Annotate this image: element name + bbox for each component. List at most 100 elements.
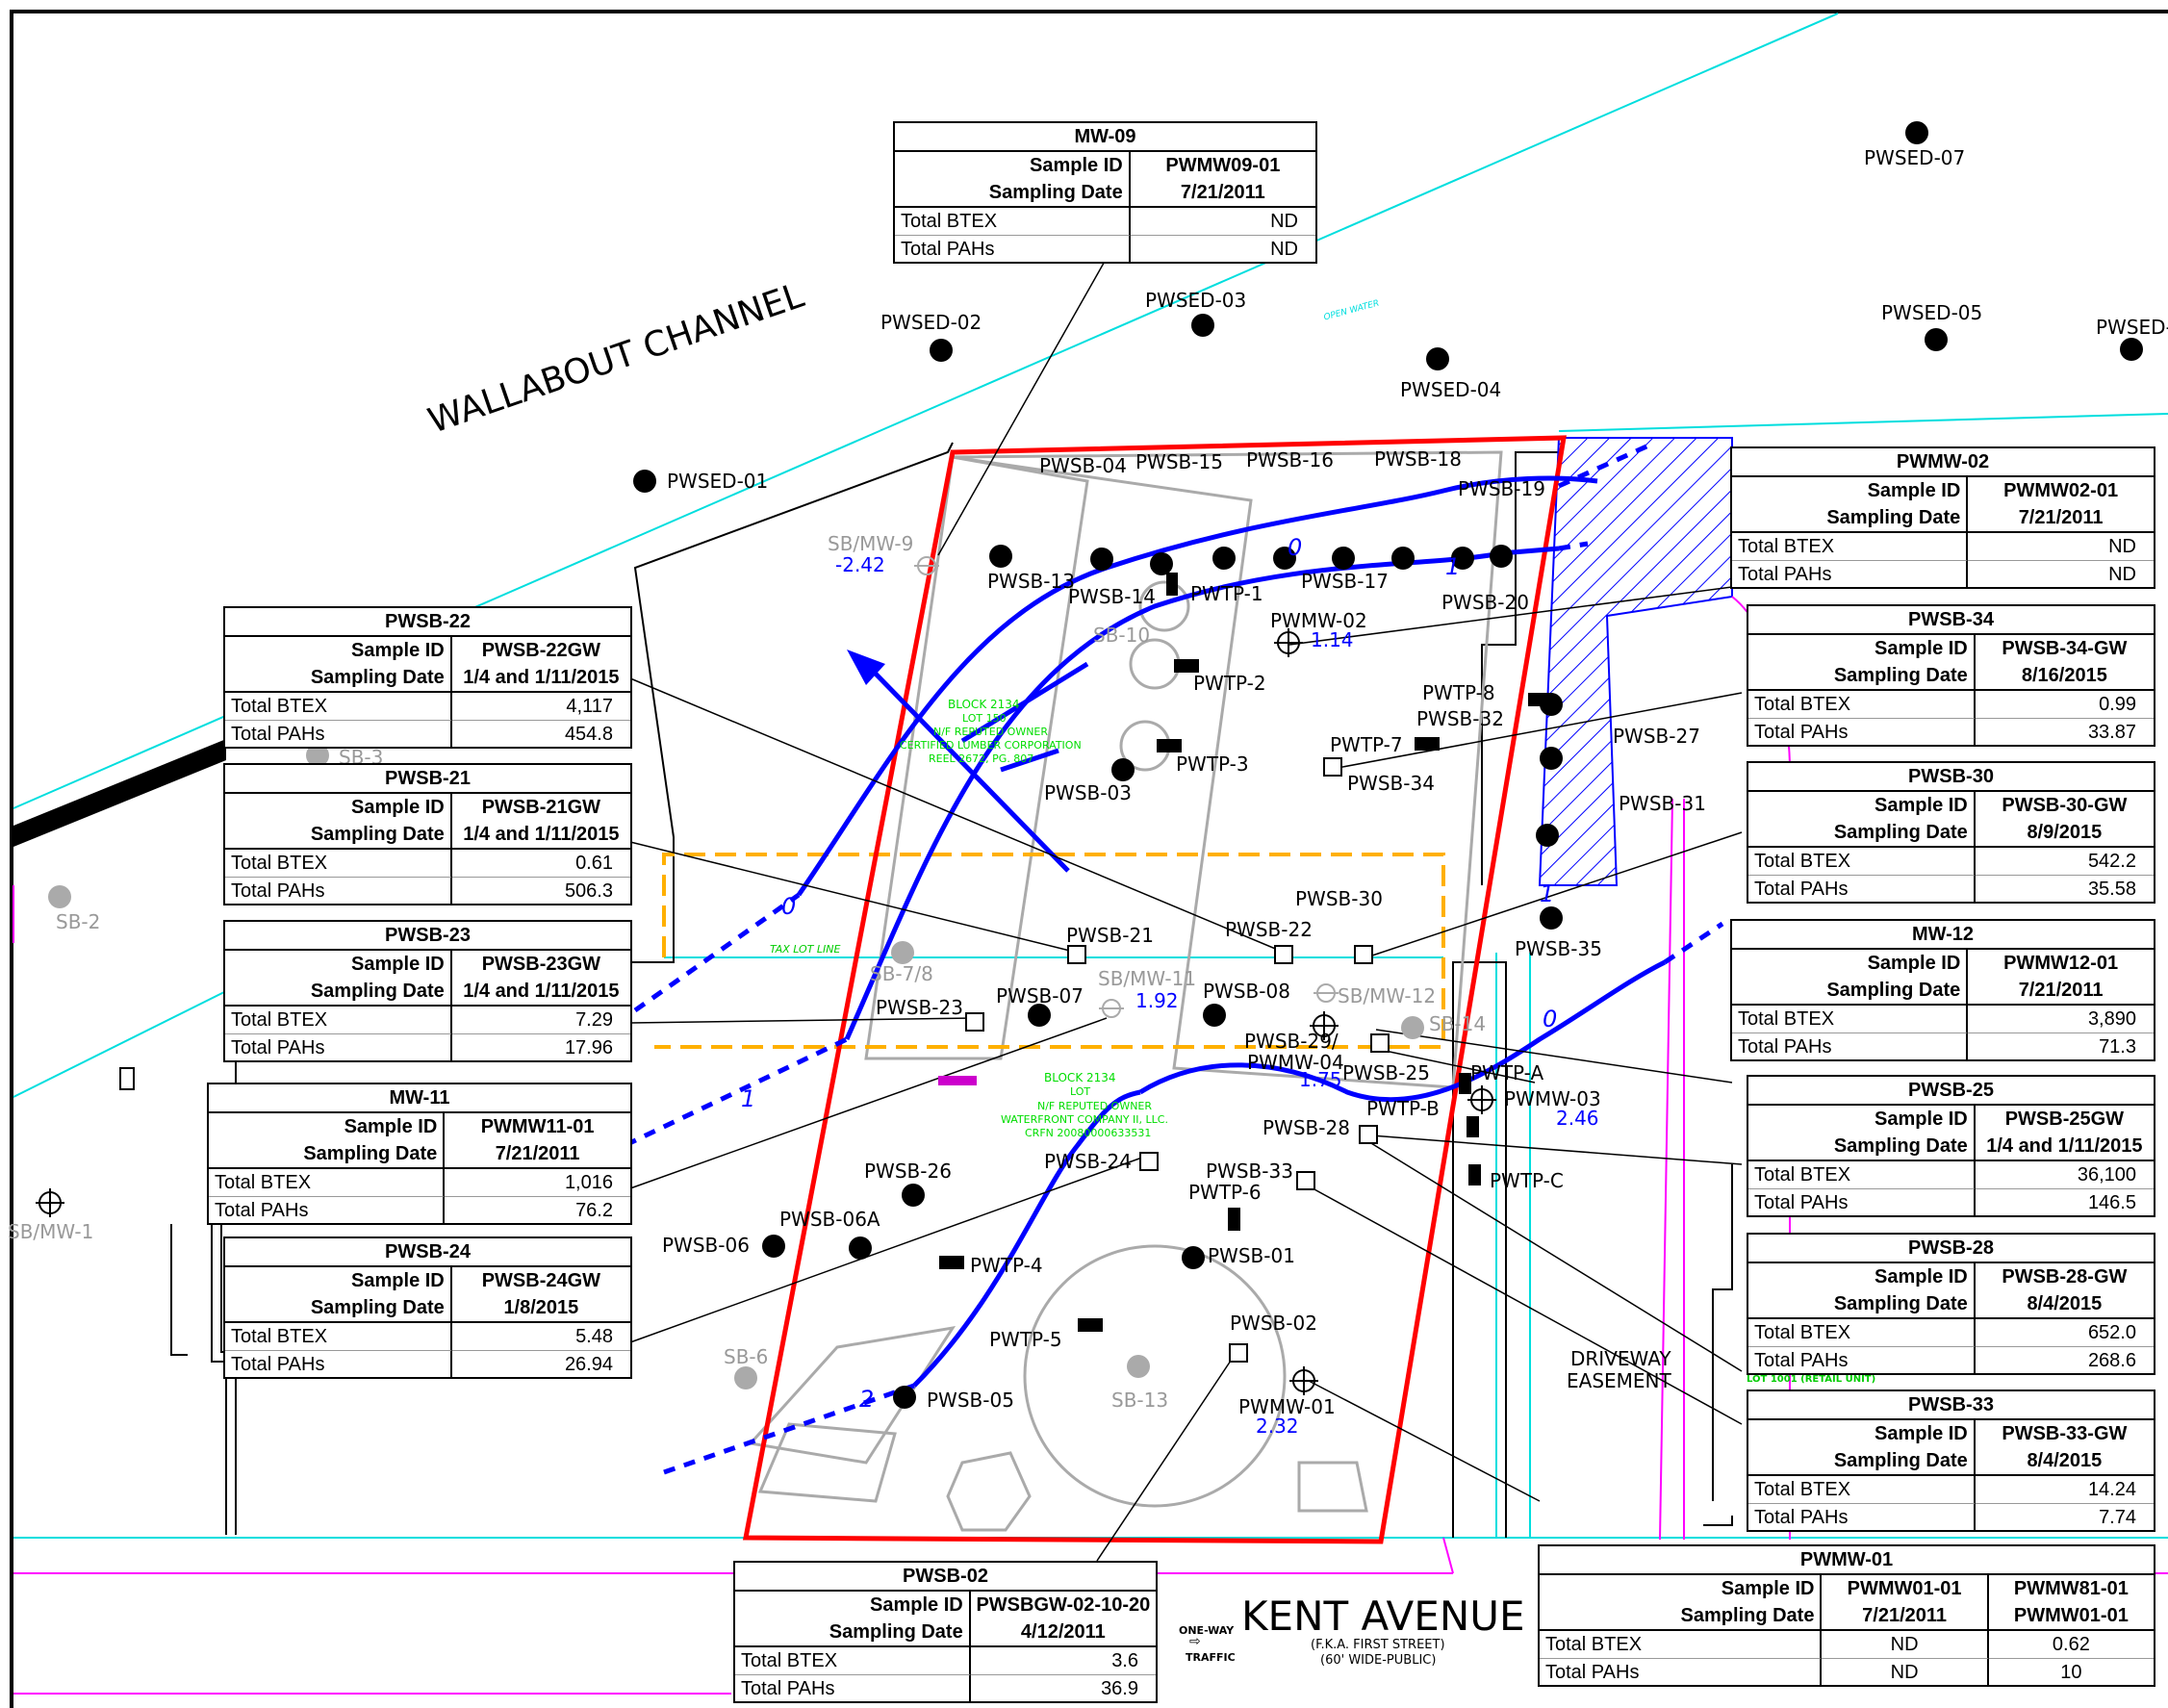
table-cell: 3.6 — [1111, 1650, 1138, 1671]
table-cell: 7.74 — [1975, 1503, 2154, 1530]
table-cell: 542.2 — [2087, 851, 2136, 872]
table-cell: PWMW81-01 — [2013, 1578, 2129, 1599]
table-cell: 17.96 — [451, 1033, 630, 1060]
one-way-label: ONE-WAY — [1179, 1624, 1235, 1637]
table-cell: 4/12/2011 — [1020, 1621, 1106, 1643]
table-row-label: Total PAHs — [1748, 1346, 1976, 1373]
contour-label: 1 — [1540, 880, 1555, 907]
street-note-2: (60' WIDE-PUBLIC) — [1320, 1653, 1437, 1668]
traffic-label: TRAFFIC — [1186, 1651, 1236, 1664]
map-label-pwtp4: PWTP-4 — [970, 1254, 1043, 1277]
table-cell: ND — [1968, 560, 2154, 587]
lot-1001-label: LOT 1001 (RETAIL UNIT) — [1747, 1374, 1876, 1385]
table-cell: PWMW12-01 — [2003, 953, 2119, 974]
map-label-pwtp1: PWTP-1 — [1190, 582, 1263, 605]
table-row-label: Sampling Date — [1748, 819, 1976, 846]
map-label-pwtp6: PWTP-6 — [1188, 1181, 1262, 1204]
map-label-pwtp7: PWTP-7 — [1330, 733, 1403, 756]
table-row-label: Sample ID — [225, 951, 452, 978]
table-row-label: Sample ID — [1748, 1106, 1976, 1133]
table-title: PWSB-33 — [1748, 1391, 2154, 1420]
table-row-label: Total PAHs — [1732, 560, 1969, 587]
map-label-pwsed03: PWSED-03 — [1145, 289, 1247, 312]
table-row-label: Total BTEX — [209, 1169, 446, 1196]
table-row-label: Sampling Date — [225, 821, 452, 848]
table-cell: 33.87 — [1975, 718, 2154, 745]
table-title: PWMW-02 — [1732, 448, 2154, 477]
contour-label: 1 — [741, 1085, 756, 1112]
table-cell: 8/9/2015 — [2027, 822, 2103, 843]
table-row-label: Total BTEX — [225, 850, 452, 877]
map-label-pwsed05: PWSED-05 — [1881, 301, 1983, 324]
table-cell: 1,016 — [564, 1172, 613, 1193]
table-cell: 4,117 — [566, 696, 613, 717]
table-row-label: Sampling Date — [1732, 977, 1969, 1004]
map-label-pwtp8: PWTP-8 — [1422, 681, 1495, 704]
table-row-label: Total BTEX — [1748, 848, 1976, 875]
table-title: PWSB-21 — [225, 765, 630, 794]
table-cell: 26.94 — [451, 1350, 630, 1377]
table-cell: 7/21/2011 — [1180, 182, 1265, 203]
table-cell: 10 — [1988, 1658, 2154, 1685]
table-row-label: Total PAHs — [225, 877, 452, 904]
block-upper-4: CERTIFIED LUMBER CORPORATION — [900, 739, 1082, 752]
block-upper-2: LOT 150 — [962, 712, 1007, 725]
table-row-label: Total BTEX — [1540, 1631, 1823, 1658]
map-frame — [10, 10, 2168, 1708]
table-row-label: Sampling Date — [225, 664, 452, 691]
table-cell: PWSB-28-GW — [2002, 1266, 2128, 1287]
table-row-label: Total BTEX — [1748, 1161, 1976, 1188]
table-title: MW-12 — [1732, 921, 2154, 950]
table-cell: PWSB-34-GW — [2002, 638, 2128, 659]
map-label-pwsb34: PWSB-34 — [1347, 772, 1435, 795]
table-row-label: Total BTEX — [1748, 1319, 1976, 1346]
map-label-pwsb22: PWSB-22 — [1225, 918, 1313, 941]
table-row-label: Total BTEX — [895, 208, 1131, 235]
map-label-pwsb20: PWSB-20 — [1441, 591, 1529, 614]
table-cell: 8/4/2015 — [2027, 1293, 2103, 1314]
table-cell: PWSB-25GW — [2004, 1109, 2125, 1130]
table-cell: 268.6 — [1975, 1346, 2154, 1373]
table-cell: 454.8 — [451, 720, 630, 747]
map-label-sb13: SB-13 — [1111, 1389, 1169, 1412]
table-cell: ND — [1270, 211, 1298, 232]
table-row-label: Sample ID — [1540, 1575, 1823, 1602]
table-cell: 14.24 — [2087, 1479, 2136, 1500]
table-cell: 1/8/2015 — [503, 1297, 579, 1318]
block-lower-2: LOT — [1070, 1085, 1091, 1098]
table-title: PWSB-22 — [225, 608, 630, 637]
map-label-sb14: SB-14 — [1429, 1012, 1487, 1035]
table-row-label: Total BTEX — [225, 1323, 452, 1350]
map-label-pwsb01: PWSB-01 — [1208, 1244, 1295, 1267]
table-row-label: Total PAHs — [1748, 875, 1976, 902]
table-cell: 7/21/2011 — [1822, 1602, 1989, 1629]
contour-label: 0 — [781, 893, 797, 920]
table-cell: PWSB-23GW — [481, 954, 601, 975]
map-label-pwsed07: PWSED-07 — [1864, 146, 1966, 169]
map-label-sb2: SB-2 — [56, 910, 101, 933]
map-label-pwsed02: PWSED-02 — [880, 311, 982, 334]
flow-arrow-head — [847, 650, 885, 685]
table-row-label: Sample ID — [225, 637, 452, 664]
map-label-pwsb24: PWSB-24 — [1044, 1150, 1132, 1173]
table-row-label: Total PAHs — [1540, 1658, 1823, 1685]
map-label-pwsed01: PWSED-01 — [667, 470, 769, 493]
table-cell: PWMW11-01 — [480, 1116, 595, 1137]
block-lower-5: CRFN 20080000633531 — [1025, 1127, 1152, 1139]
gw-elevation: 2.46 — [1556, 1107, 1599, 1130]
street-note-1: (F.K.A. FIRST STREET) — [1311, 1638, 1445, 1652]
map-label-pwsb29: PWSB-29/ — [1244, 1030, 1339, 1053]
table-cell: PWSB-24GW — [481, 1270, 601, 1291]
table-row-label: Total BTEX — [1732, 1006, 1969, 1032]
table-cell: 1/4 and 1/11/2015 — [463, 981, 620, 1002]
map-label-pwsb27: PWSB-27 — [1613, 725, 1700, 748]
table-cell: PWSB-33-GW — [2002, 1423, 2128, 1444]
table-title: PWSB-25 — [1748, 1077, 2154, 1106]
table-row-label: Total PAHs — [1748, 1503, 1976, 1530]
table-row-label: Sampling Date — [225, 978, 452, 1005]
map-label-pwsb33: PWSB-33 — [1206, 1160, 1293, 1183]
